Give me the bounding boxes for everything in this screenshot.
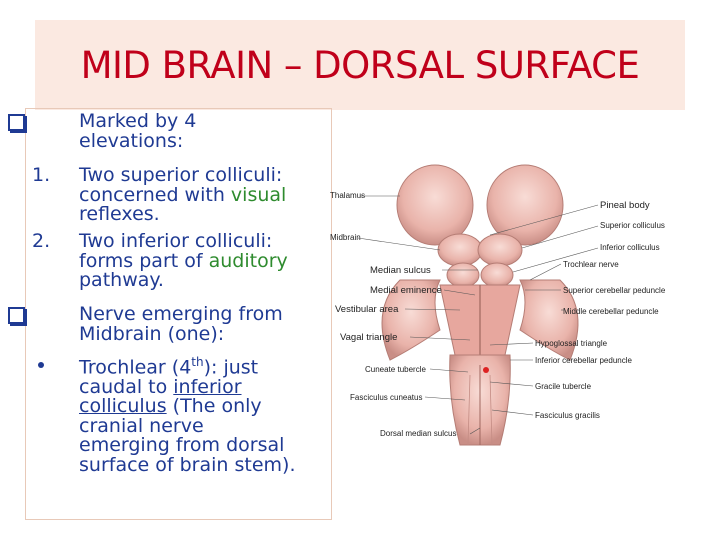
label-cuneate-tubercle: Cuneate tubercle bbox=[365, 365, 426, 374]
label-superior-colliculus: Superior colliculus bbox=[600, 221, 665, 230]
label-inferior-colliculus: Inferior colliculus bbox=[600, 243, 660, 252]
superior-colliculus-left-shape bbox=[437, 233, 483, 267]
brainstem-diagram: Thalamus Midbrain Median sulcus Medial e… bbox=[330, 164, 666, 446]
label-median-sulcus: Median sulcus bbox=[370, 265, 431, 276]
inferior-link: inferior bbox=[173, 375, 242, 398]
dot-bullet-icon bbox=[32, 353, 62, 373]
point-3-line-3: pathway. bbox=[79, 269, 164, 291]
label-hypoglossal-triangle: Hypoglossal triangle bbox=[535, 339, 608, 348]
point-5-line-5: emerging from dorsal bbox=[79, 434, 285, 457]
title-band bbox=[35, 20, 685, 110]
label-trochlear-nerve: Trochlear nerve bbox=[563, 260, 619, 269]
point-1-line-2: elevations: bbox=[79, 129, 184, 152]
visual-highlight: visual bbox=[230, 183, 287, 206]
label-gracile-tubercle: Gracile tubercle bbox=[535, 382, 592, 391]
point-2-line-1: Two superior colliculi: bbox=[79, 164, 283, 186]
thalamus-right-shape bbox=[486, 164, 564, 246]
left-peduncle-shape bbox=[381, 279, 441, 361]
label-fasciculus-gracilis: Fasciculus gracilis bbox=[535, 411, 600, 420]
inferior-colliculus-left-shape bbox=[446, 262, 480, 288]
point-4-line-1: Nerve emerging from bbox=[79, 303, 283, 325]
point-4: Nerve emerging from Midbrain (one): bbox=[8, 303, 382, 345]
thalamus-left-shape bbox=[396, 164, 474, 246]
marker-dot bbox=[483, 367, 489, 373]
right-peduncle-shape bbox=[519, 279, 579, 361]
label-dorsal-median-sulcus: Dorsal median sulcus bbox=[380, 429, 456, 438]
point-3-line-2: forms part of auditory bbox=[79, 249, 288, 272]
auditory-highlight: auditory bbox=[208, 249, 288, 272]
point-2-number: 1. bbox=[32, 164, 51, 186]
point-3: 2. Two inferior colliculi: forms part of… bbox=[32, 230, 352, 291]
point-4-line-2: Midbrain (one): bbox=[79, 322, 225, 345]
label-pineal-body: Pineal body bbox=[600, 200, 650, 211]
label-inferior-cerebellar-peduncle: Inferior cerebellar peduncle bbox=[535, 356, 632, 365]
point-1: Marked by 4 elevations: bbox=[8, 110, 382, 152]
slide-title: MID BRAIN – DORSAL SURFACE bbox=[80, 44, 640, 87]
point-5-line-2: caudal to inferior bbox=[79, 375, 242, 398]
point-5-line-1: Trochlear (4th): just bbox=[79, 355, 259, 379]
text-box bbox=[25, 108, 332, 520]
label-vagal-triangle: Vagal triangle bbox=[340, 332, 397, 343]
superior-colliculus-right-shape bbox=[477, 233, 523, 267]
point-2-line-3: reflexes. bbox=[79, 203, 160, 225]
checkbox-bullet-icon bbox=[8, 112, 38, 136]
label-midbrain: Midbrain bbox=[330, 233, 361, 242]
point-3-number: 2. bbox=[32, 230, 51, 252]
label-thalamus: Thalamus bbox=[330, 191, 365, 200]
point-1-line-1: Marked by 4 bbox=[79, 110, 197, 132]
point-3-line-1: Two inferior colliculi: bbox=[79, 230, 273, 252]
point-2: 1. Two superior colliculi: concerned wit… bbox=[32, 164, 352, 225]
point-5-line-3: colliculus (The only bbox=[79, 395, 262, 418]
label-middle-cerebellar-peduncle: Middle cerebellar peduncle bbox=[563, 307, 659, 316]
point-5: Trochlear (4th): just caudal to inferior… bbox=[32, 353, 352, 475]
label-vestibular-area: Vestibular area bbox=[335, 304, 399, 315]
label-medial-eminence: Medial eminence bbox=[370, 285, 442, 296]
inferior-colliculus-right-shape bbox=[480, 262, 514, 288]
point-2-line-2: concerned with visual bbox=[79, 183, 287, 206]
label-fasciculus-cuneatus: Fasciculus cuneatus bbox=[350, 393, 422, 402]
point-5-line-6: surface of brain stem). bbox=[79, 453, 296, 476]
colliculus-link: colliculus bbox=[79, 395, 167, 418]
label-superior-cerebellar-peduncle: Superior cerebellar peduncle bbox=[563, 286, 666, 295]
point-5-line-4: cranial nerve bbox=[79, 414, 204, 437]
checkbox-bullet-icon bbox=[8, 305, 38, 329]
